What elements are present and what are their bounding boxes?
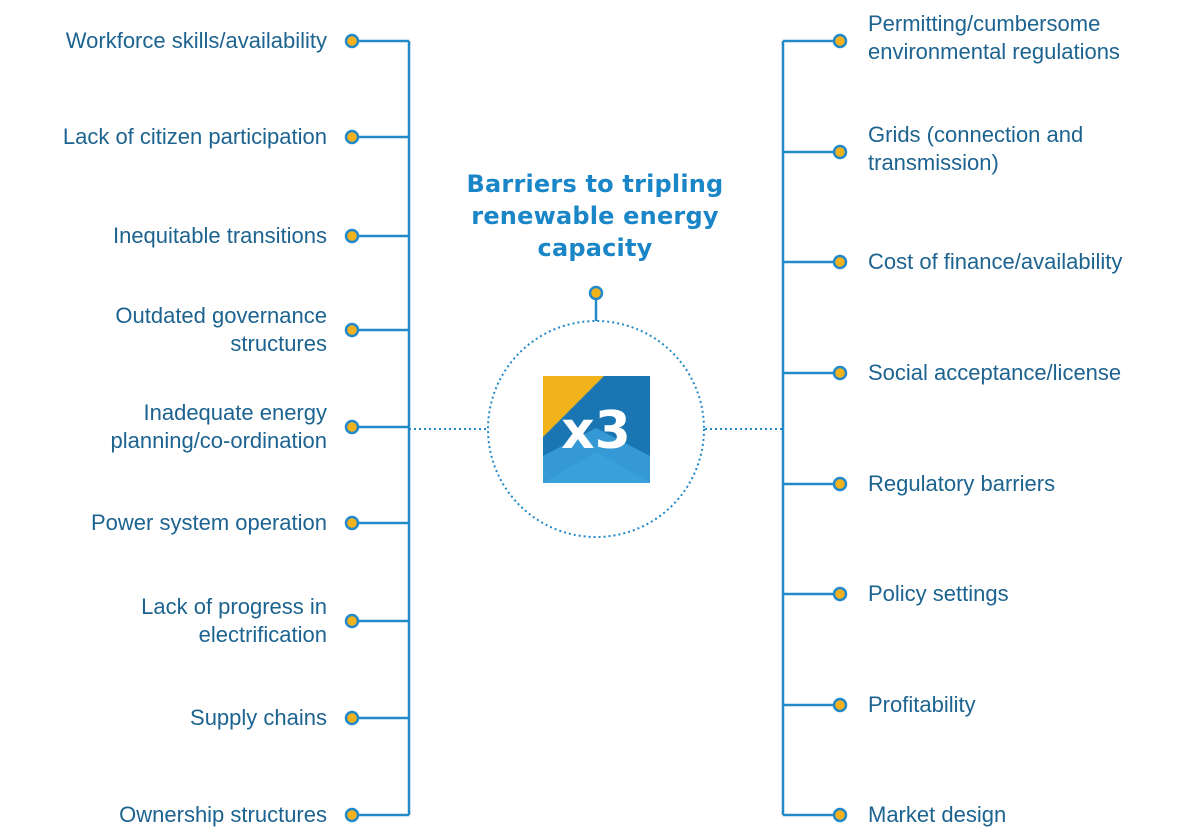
right-barrier-2: Grids (connection and transmission): [868, 122, 1084, 175]
right-barrier-8: Market design: [868, 802, 1007, 827]
tripling-x3-icon: x3: [543, 376, 650, 483]
left-barrier-8: Supply chains: [190, 705, 327, 730]
left-barrier-3: Inequitable transitions: [112, 223, 327, 248]
diagram-title: Barriers to tripling renewable energy ca…: [466, 170, 724, 262]
right-barrier-3: Cost of finance/availability: [868, 249, 1123, 274]
left-barrier-6: Power system operation: [91, 510, 327, 535]
x3-text: x3: [561, 401, 631, 461]
right-barrier-4: Social acceptance/license: [868, 360, 1122, 385]
left-barrier-2: Lack of citizen participation: [62, 124, 327, 149]
right-barrier-1: Permitting/cumbersome environmental regu…: [868, 11, 1120, 64]
left-barrier-1: Workforce skills/availability: [65, 28, 327, 53]
left-branches: [352, 39, 409, 817]
right-dots: [832, 33, 848, 823]
right-barrier-7: Profitability: [868, 692, 976, 717]
right-barrier-6: Policy settings: [868, 581, 1009, 606]
left-barrier-7: Lack of progress in electrification: [141, 594, 327, 647]
right-branches: [783, 39, 840, 817]
right-barrier-5: Regulatory barriers: [868, 471, 1056, 496]
title-dot-icon: [588, 285, 604, 301]
center-circle: [487, 320, 705, 538]
left-barrier-9: Ownership structures: [119, 802, 327, 827]
left-dots: [344, 33, 360, 823]
left-barrier-5: Inadequate energy planning/co-ordination: [110, 400, 328, 453]
left-barrier-4: Outdated governance structures: [115, 303, 327, 356]
